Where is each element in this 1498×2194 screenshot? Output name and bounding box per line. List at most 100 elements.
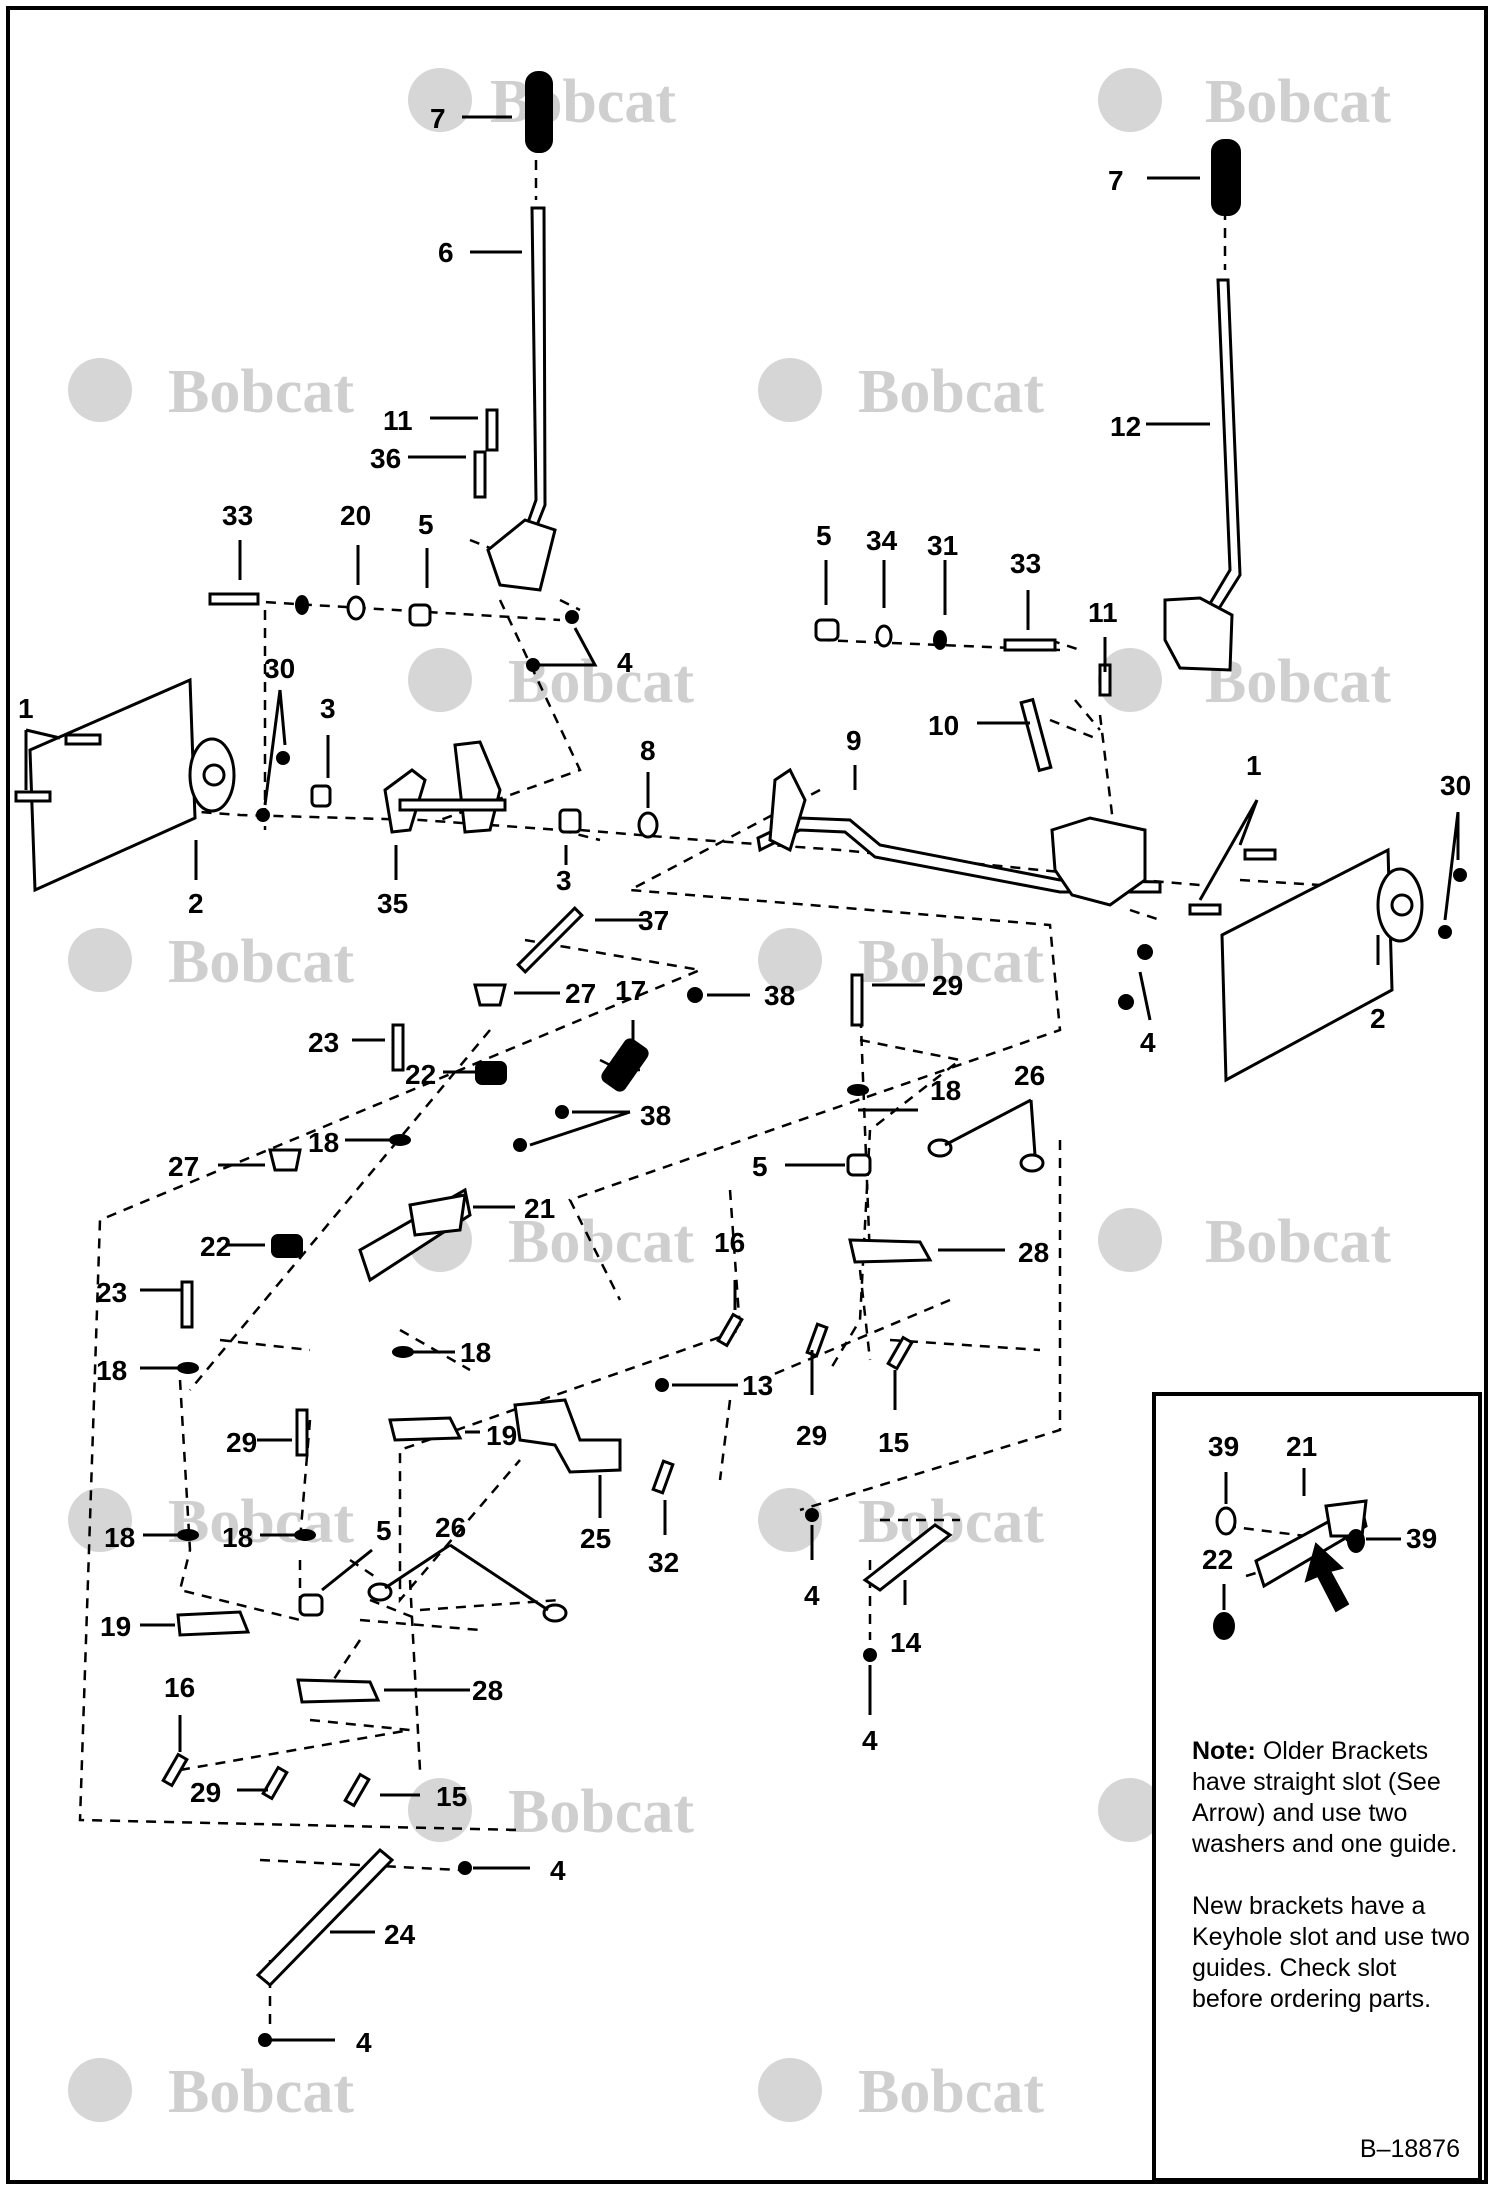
part-washer-34 (875, 624, 893, 648)
callout-38-lower: 38 (640, 1100, 671, 1131)
part-grip-right (1211, 139, 1241, 216)
inset-callout-39-left: 39 (1208, 1431, 1239, 1462)
part-lever-right (1203, 278, 1242, 621)
svg-text:Bobcat: Bobcat (858, 358, 1044, 426)
note-paragraph-new: New brackets have a Keyhole slot and use… (1192, 1891, 1472, 2015)
callout-32: 32 (648, 1547, 679, 1578)
part-bushing-5-lower (298, 1593, 324, 1617)
svg-text:Bobcat: Bobcat (1205, 1208, 1391, 1276)
callout-27-lower: 27 (168, 1151, 199, 1182)
part-cap-27-upper (473, 983, 507, 1007)
inset-callout-22: 22 (1202, 1544, 1233, 1575)
callout-3-center: 3 (556, 865, 572, 896)
part-spring-22-lower (271, 1234, 303, 1258)
callout-11-left: 11 (383, 405, 413, 436)
callout-29-left: 29 (226, 1427, 257, 1458)
svg-text:Bobcat: Bobcat (1205, 68, 1391, 136)
watermark-7: Bobcat (68, 928, 354, 996)
callout-23-upper: 23 (308, 1027, 339, 1058)
part-cross-shaft-arm (768, 767, 807, 853)
watermark-1: Bobcat (408, 68, 676, 136)
callout-18-right: 18 (930, 1075, 961, 1106)
inset-washer-39-right (1347, 1529, 1365, 1553)
part-bolt-11-left (485, 408, 499, 452)
part-plate-28-right (848, 1238, 933, 1264)
callout-7-left: 7 (430, 103, 446, 134)
part-nut-4-right-lower-a (805, 1508, 819, 1522)
part-bracket-25 (513, 1398, 622, 1474)
part-lever-left (518, 206, 547, 550)
part-washer-18-right (847, 1084, 869, 1096)
inset-note: Note: Older Brackets have straight slot … (1192, 1736, 1472, 2046)
callout-6: 6 (438, 237, 454, 268)
callout-23-lower: 23 (96, 1277, 127, 1308)
part-link-24 (255, 1847, 395, 1988)
part-bolt-15-left (343, 1772, 371, 1808)
callout-20: 20 (340, 500, 371, 531)
part-washer-18-c (392, 1346, 414, 1358)
callout-24: 24 (384, 1919, 416, 1950)
callout-18-left: 18 (96, 1355, 127, 1386)
part-bolt-1-right-a (1243, 848, 1277, 861)
callout-18-mid: 18 (460, 1337, 491, 1368)
callout-27-upper: 27 (565, 978, 596, 1009)
part-bolt-10 (1019, 697, 1053, 773)
watermark-5: Bobcat (408, 648, 694, 716)
callout-5-right: 5 (752, 1151, 768, 1182)
part-washer-18-a (389, 1134, 411, 1146)
callout-4-lower-b: 4 (356, 2027, 372, 2058)
part-bracket-21-tab (408, 1193, 467, 1237)
callout-35: 35 (377, 888, 408, 919)
part-nut-38-upper (687, 987, 703, 1003)
callout-1-left: 1 (18, 693, 34, 724)
callout-4-right-bottom: 4 (862, 1725, 878, 1756)
part-nut-4-right-lower-b (863, 1648, 877, 1662)
part-guide-26-right-b (1019, 1153, 1045, 1173)
part-rod-37 (516, 906, 584, 974)
inset-detail-box: 39 21 39 22 Note: Older Brackets have st… (1152, 1392, 1482, 2182)
callout-15-left: 15 (436, 1781, 467, 1812)
callout-29-lower: 29 (190, 1777, 221, 1808)
part-grip-left (525, 71, 553, 153)
part-washer-30-left-a (276, 751, 290, 765)
part-bushing-3a (310, 784, 332, 808)
callout-4-lower-a: 4 (550, 1855, 566, 1886)
watermark-2: Bobcat (1098, 68, 1391, 136)
watermark-4: Bobcat (758, 358, 1044, 426)
part-bolt-29-upper (850, 973, 864, 1027)
svg-text:Bobcat: Bobcat (168, 2058, 354, 2126)
callout-13: 13 (742, 1370, 773, 1401)
part-side-plate-left (28, 677, 197, 893)
callout-29-upper: 29 (932, 970, 963, 1001)
part-spring-22-upper (475, 1061, 507, 1085)
watermark-6: Bobcat (1098, 648, 1391, 716)
part-lever-mount-left (486, 518, 557, 592)
callout-30-left: 30 (264, 653, 295, 684)
part-nut-4-right-a (1137, 944, 1153, 960)
part-washer-30-right-a (1453, 868, 1467, 882)
part-washer-left (295, 595, 309, 615)
part-bolt-32 (651, 1459, 675, 1495)
inset-diagram: 39 21 39 22 (1202, 1431, 1437, 1640)
part-pivot-shaft (398, 798, 507, 812)
part-nut-4-left-lower-a (458, 1861, 472, 1875)
callout-2-left: 2 (188, 888, 204, 919)
inset-callout-21: 21 (1286, 1431, 1317, 1462)
part-washer-31 (933, 630, 947, 650)
parts (14, 71, 1467, 2047)
callout-9: 9 (846, 725, 862, 756)
callout-36: 36 (370, 443, 401, 474)
part-nut-4-right-b (1118, 994, 1134, 1010)
svg-text:Bobcat: Bobcat (168, 1488, 354, 1556)
callout-5-center: 5 (816, 520, 832, 551)
callout-29-right: 29 (796, 1420, 827, 1451)
part-washer-18-b (177, 1362, 199, 1374)
part-bolt-29-lower (261, 1765, 289, 1801)
note-label: Note: (1192, 1737, 1256, 1765)
watermark-13: Bobcat (408, 1778, 694, 1846)
callout-22-upper: 22 (405, 1059, 436, 1090)
callout-26-right: 26 (1014, 1060, 1045, 1091)
part-washer-18-d (177, 1529, 199, 1541)
watermark-15: Bobcat (68, 2058, 354, 2126)
part-shaft-bracket (1050, 816, 1147, 907)
